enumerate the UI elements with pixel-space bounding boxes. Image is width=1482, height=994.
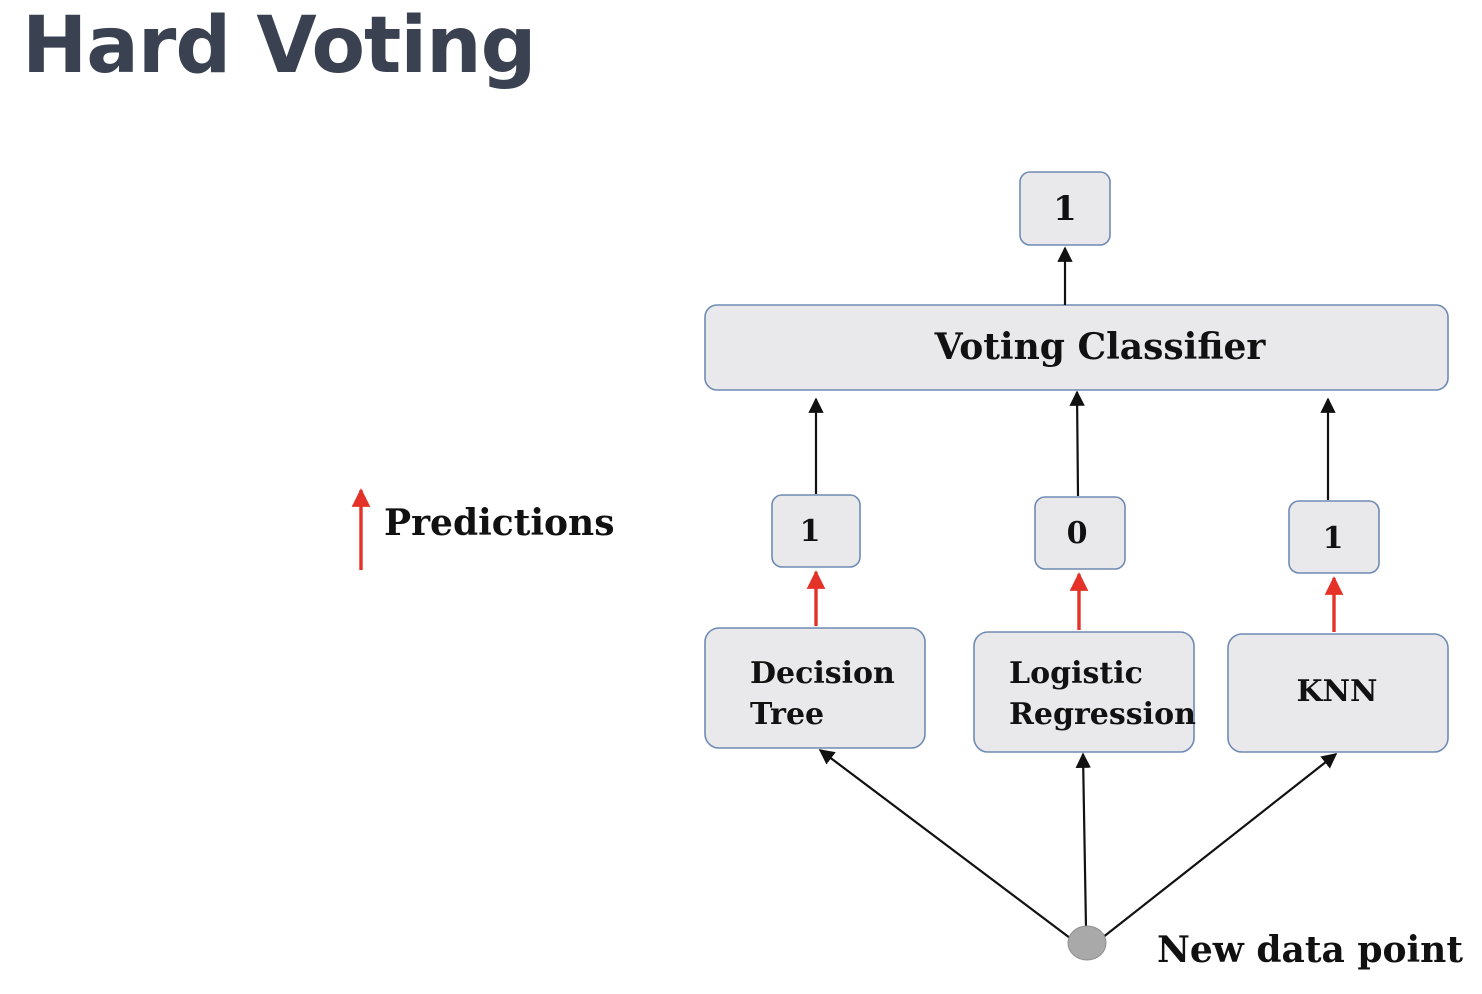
- new-data-point-label: New data point: [1157, 929, 1463, 971]
- new-data-point-node: New data point: [1067, 925, 1463, 971]
- model-label-logistic-regression-line2: Regression: [1009, 697, 1196, 732]
- legend-label: Predictions: [384, 502, 614, 544]
- arrow-input-to-logistic-regression: [1075, 752, 1091, 929]
- voting-classifier-node: Voting Classifier: [704, 304, 1449, 391]
- model-node-logistic-regression: Logistic Regression: [973, 631, 1196, 753]
- prediction-node-decision-tree: 1: [771, 494, 861, 568]
- voting-classifier-label: Voting Classifier: [934, 326, 1267, 368]
- prediction-value-logistic-regression: 0: [1067, 516, 1088, 551]
- model-node-knn: KNN: [1227, 633, 1449, 753]
- model-label-logistic-regression-line1: Logistic: [1009, 656, 1143, 691]
- final-output-value: 1: [1053, 189, 1077, 229]
- input-node-circle: [1067, 925, 1107, 961]
- model-label-knn: KNN: [1297, 674, 1378, 709]
- model-label-decision-tree-line1: Decision: [750, 656, 895, 691]
- final-output-node: 1: [1019, 171, 1111, 246]
- prediction-value-knn: 1: [1323, 521, 1344, 556]
- arrow-input-to-decision-tree: [818, 749, 1071, 939]
- prediction-value-decision-tree: 1: [800, 514, 821, 549]
- prediction-node-knn: 1: [1288, 500, 1380, 574]
- page-title: Hard Voting: [22, 1, 536, 91]
- model-node-decision-tree: Decision Tree: [704, 627, 926, 749]
- model-label-decision-tree-line2: Tree: [750, 697, 824, 732]
- prediction-node-logistic-regression: 0: [1034, 496, 1126, 570]
- arrow-input-to-knn: [1101, 753, 1338, 939]
- legend: Predictions: [351, 488, 614, 570]
- arrow-pred-lr-to-classifier: [1069, 390, 1085, 497]
